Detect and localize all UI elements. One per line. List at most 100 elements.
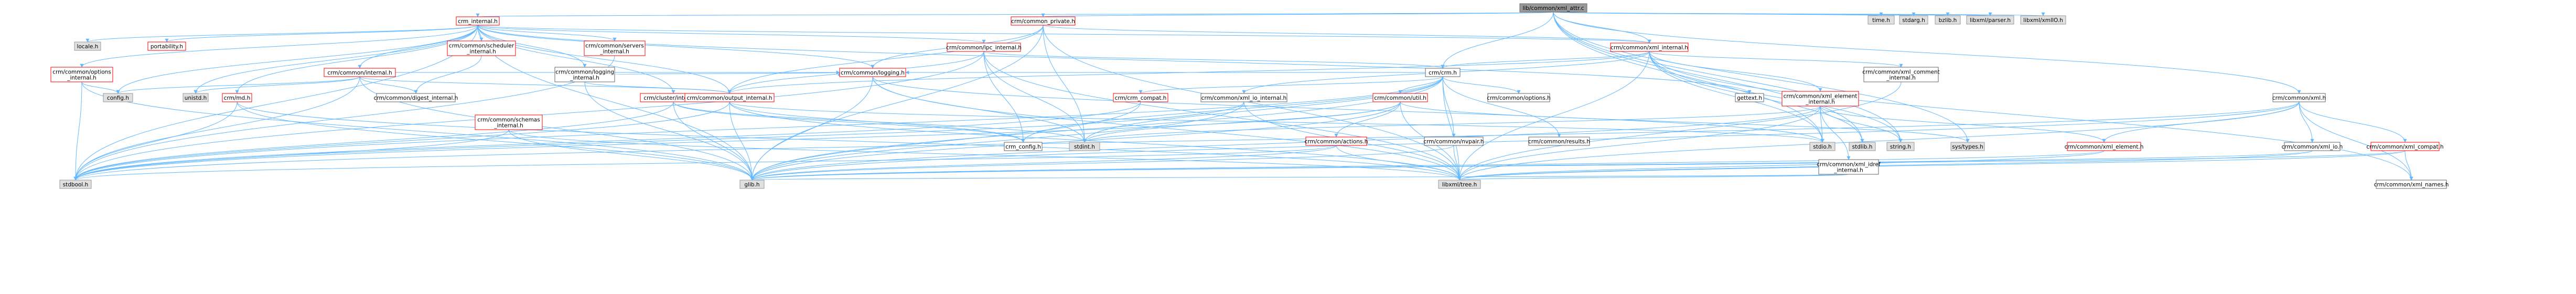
node-label: config.h xyxy=(107,95,129,101)
edge-util-to-actions xyxy=(1334,101,1401,138)
node-label: libxml/tree.h xyxy=(1442,182,1477,188)
edge-cluster_internal-to-glib xyxy=(673,101,754,181)
node-label: crm/common_private.h xyxy=(1011,18,1075,25)
node-label: crm/common/scheduler xyxy=(449,43,514,49)
graph-node-common_private[interactable]: crm/common_private.h xyxy=(1011,16,1076,26)
node-label: crm_internal.h xyxy=(458,18,498,25)
node-box xyxy=(103,93,133,102)
graph-node-crm_internal[interactable]: crm_internal.h xyxy=(456,16,500,26)
edge-crm_internal-to-ipc_internal xyxy=(477,25,986,44)
node-label: portability.h xyxy=(151,44,183,50)
node-box xyxy=(50,67,113,82)
node-box xyxy=(1809,142,1836,151)
graph-node-stdio: stdio.h xyxy=(1809,142,1836,151)
edge-output_internal-to-crm_config xyxy=(729,101,1025,143)
graph-node-xml_io: crm/common/xml_io.h xyxy=(2282,142,2343,151)
graph-node-libxml_tree: libxml/tree.h xyxy=(1438,180,1481,189)
graph-node-results: crm/common/results.h xyxy=(1528,136,1590,146)
node-box xyxy=(1004,142,1043,151)
edge-crm_xml_h-to-xml_compat xyxy=(2299,101,2407,143)
edge-common_internal-to-output_internal xyxy=(359,76,732,94)
graph-node-unistd: unistd.h xyxy=(183,93,209,102)
node-box xyxy=(376,93,456,102)
node-label: stdint.h xyxy=(1074,144,1095,150)
graph-node-xml_compat[interactable]: crm/common/xml_compat.h xyxy=(2366,142,2444,151)
edge-actions-to-glib xyxy=(750,145,1337,181)
edge-crm_compat-to-glib xyxy=(750,101,1141,181)
edge-output_internal-to-stdbool xyxy=(73,101,730,181)
edge-logging_internal-to-logging xyxy=(614,72,841,76)
node-box xyxy=(1305,136,1367,146)
node-label: crm/crm_compat.h xyxy=(1115,95,1167,101)
graph-node-portability[interactable]: portability.h xyxy=(147,41,186,51)
node-box xyxy=(739,180,765,189)
edge-xml_internal-to-crm_h xyxy=(1441,51,1650,69)
node-label: crm/common/schemas xyxy=(477,117,540,123)
edge-root-to-stdlib xyxy=(1553,12,1864,143)
graph-node-options_internal[interactable]: crm/common/options_internal.h xyxy=(50,67,113,82)
graph-node-xml_element_internal[interactable]: crm/common/xml_element_internal.h xyxy=(1781,91,1859,107)
edge-common_private-to-xml_internal xyxy=(1043,25,1651,44)
graph-node-xml_element[interactable]: crm/common/xml_element.h xyxy=(2065,142,2144,151)
edge-crm_h-to-crm_config xyxy=(1021,76,1443,143)
node-label: crm/common/servers xyxy=(585,43,644,49)
edge-layer xyxy=(73,12,2413,181)
graph-node-util[interactable]: crm/common/util.h xyxy=(1372,93,1428,102)
graph-node-digest_internal[interactable]: crm/common/digest_internal.h xyxy=(374,93,458,102)
node-box xyxy=(456,16,500,26)
node-box xyxy=(2370,142,2440,151)
graph-node-scheduler_internal[interactable]: crm/common/scheduler_internal.h xyxy=(447,40,516,56)
edge-crm_internal-to-options_internal xyxy=(80,25,478,68)
node-label: libxml/parser.h xyxy=(1970,17,2011,24)
graph-node-xml_internal[interactable]: crm/common/xml_internal.h xyxy=(1610,43,1689,52)
graph-node-servers_internal[interactable]: crm/common/servers_internal.h xyxy=(584,40,646,56)
edge-crm_internal-to-gettext xyxy=(477,25,1752,94)
node-label: crm/md.h xyxy=(224,95,251,101)
graph-node-config: config.h xyxy=(103,93,133,102)
graph-node-actions[interactable]: crm/common/actions.h xyxy=(1305,136,1368,146)
edge-logging-to-stdio xyxy=(872,76,1824,143)
edge-crm_h-to-nvpair xyxy=(1442,76,1456,138)
node-label: crm/crm.h xyxy=(1429,70,1457,76)
graph-node-ipc_internal[interactable]: crm/common/ipc_internal.h xyxy=(946,43,1022,52)
graph-node-libxml_xmlIO: libxml/xmlIO.h xyxy=(2020,15,2066,25)
graph-node-schemas_internal[interactable]: crm/common/schemas_internal.h xyxy=(475,114,543,130)
edge-common_private-to-stdint xyxy=(1043,25,1087,143)
node-label: crm/common/xml_compat.h xyxy=(2366,144,2443,150)
edge-crm_internal-to-locale xyxy=(85,25,478,43)
edge-nvpair-to-glib xyxy=(750,145,1454,181)
edge-crm_h-to-crm_compat xyxy=(1139,76,1443,94)
graph-node-root[interactable]: lib/common/xml_attr.c xyxy=(1519,3,1587,13)
node-label: string.h xyxy=(1890,144,1911,150)
node-box xyxy=(1113,93,1168,102)
node-label: unistd.h xyxy=(185,95,207,101)
edge-common_internal-to-glib xyxy=(359,76,754,181)
edge-crm_xml_h-to-stdbool xyxy=(73,101,2300,181)
edge-common_private-to-libxml_tree xyxy=(1043,25,1462,181)
edge-xml_element_internal-to-string_h xyxy=(1820,106,1903,143)
edge-root-to-libxml_xmlIO xyxy=(1553,12,2044,16)
edge-crm_h-to-stdbool xyxy=(73,76,1443,181)
node-label: crm/common/internal.h xyxy=(327,70,392,76)
edge-root-to-crm_xml_h xyxy=(1553,12,2301,94)
edge-common_internal-to-digest_internal xyxy=(359,76,418,94)
graph-node-logging[interactable]: crm/common/logging.h xyxy=(839,68,906,77)
edge-options_internal-to-stdbool xyxy=(73,81,82,181)
graph-node-output_internal[interactable]: crm/common/output_internal.h xyxy=(684,93,775,102)
edge-cluster_internal-to-crm_config xyxy=(673,101,1025,143)
node-label: crm/common/logging xyxy=(555,69,614,76)
graph-node-crm_compat[interactable]: crm/crm_compat.h xyxy=(1113,93,1168,102)
edge-xml_internal-to-libxml_tree xyxy=(1457,51,1650,181)
graph-node-logging_internal[interactable]: crm/common/logging_internal.h xyxy=(554,67,615,82)
graph-node-crm_mdh[interactable]: crm/md.h xyxy=(222,93,252,102)
edge-root-to-string_h xyxy=(1553,12,1903,143)
edge-crm_internal-to-unistd xyxy=(194,25,478,94)
edge-xml_element-to-libxml_tree xyxy=(1457,150,2105,181)
node-label: crm/common/xml_element xyxy=(1784,93,1858,100)
node-box xyxy=(2272,93,2326,102)
edge-xml_idref-to-glib xyxy=(751,174,1849,181)
node-label: crm/common/xml_io.h xyxy=(2282,144,2343,150)
graph-node-common_internal[interactable]: crm/common/internal.h xyxy=(324,68,396,77)
node-box xyxy=(1899,15,1928,25)
